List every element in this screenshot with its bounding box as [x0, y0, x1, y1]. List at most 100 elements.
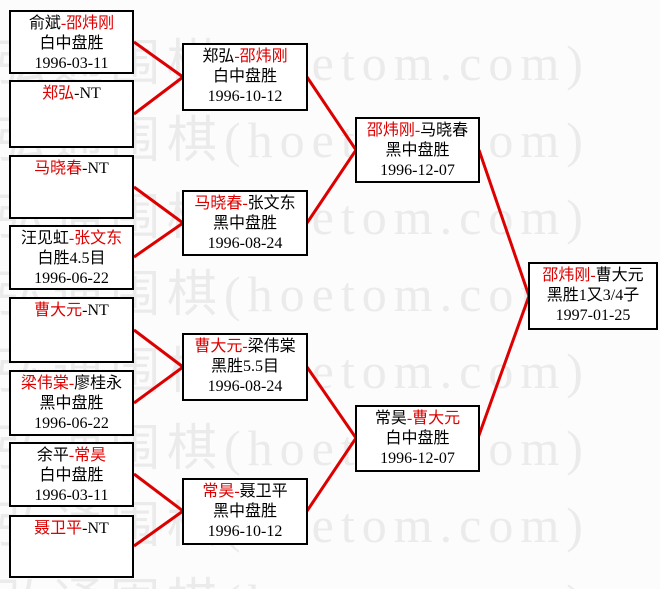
match-box-sf-1: 邵炜刚-马晓春 黑中盘胜 1996-12-07 — [355, 117, 480, 183]
match-result: 黑中盘胜 — [212, 215, 277, 232]
match-result: 白胜4.5目 — [37, 250, 106, 267]
match-date: 1996-08-24 — [207, 378, 283, 395]
player-name: 邵炜刚 — [239, 48, 288, 65]
match-players: 郑弘-邵炜刚 — [184, 47, 306, 67]
match-date: 1996-06-22 — [34, 415, 109, 432]
match-players: 邵炜刚-曹大元 — [530, 266, 656, 286]
player-name: 马晓春 — [194, 195, 243, 212]
vs-dash: - — [590, 267, 596, 284]
vs-dash: - — [234, 483, 240, 500]
match-box-r2-2: 马晓春-张文东 黑中盘胜 1996-08-24 — [182, 190, 308, 256]
match-result: 黑胜1又3/4子 — [546, 287, 640, 304]
match-players: 梁伟棠-廖桂永 — [11, 374, 132, 394]
player-name: NT — [87, 302, 109, 319]
connector-line — [477, 149, 531, 297]
match-date: 1996-10-12 — [207, 523, 283, 540]
vs-dash: - — [242, 338, 248, 355]
connector-line — [133, 185, 184, 225]
match-players: 俞斌-邵炜刚 — [11, 14, 132, 34]
player-name: 曹大元 — [595, 267, 644, 284]
connector-line — [133, 328, 184, 369]
player-name: 余平 — [36, 447, 69, 464]
player-name: 邵炜刚 — [542, 267, 591, 284]
player-name: 曹大元 — [194, 338, 243, 355]
connector-line — [133, 75, 184, 116]
player-name: 常昊 — [202, 483, 235, 500]
player-name: 曹大元 — [34, 302, 83, 319]
vs-dash: - — [406, 410, 413, 427]
match-players: 余平-常昊 — [11, 446, 132, 466]
player-name: 马晓春 — [420, 122, 469, 139]
match-players: 曹大元-NT — [11, 301, 132, 321]
match-players: 马晓春-张文东 — [184, 194, 306, 214]
match-box-r1-7: 余平-常昊 白中盘胜 1996-03-11 — [9, 442, 134, 507]
vs-dash: - — [82, 520, 88, 537]
player-name: 廖桂永 — [74, 375, 123, 392]
player-name: 常昊 — [74, 447, 107, 464]
match-result: 黑中盘胜 — [385, 142, 450, 159]
vs-dash: - — [82, 160, 88, 177]
match-box-r1-8: 聂卫平-NT — [9, 515, 134, 578]
player-name: 梁伟棠 — [247, 338, 296, 355]
connector-line — [133, 365, 184, 405]
vs-dash: - — [74, 85, 80, 102]
match-players: 郑弘-NT — [11, 84, 132, 104]
match-date — [11, 199, 132, 219]
match-date — [11, 559, 132, 579]
match-date — [11, 341, 132, 361]
player-name: 郑弘 — [42, 85, 75, 102]
match-result: 白中盘胜 — [39, 35, 104, 52]
vs-dash: - — [82, 302, 88, 319]
match-result: 白中盘胜 — [385, 430, 450, 447]
player-name: 聂卫平 — [34, 520, 83, 537]
player-name: 郑弘 — [202, 48, 235, 65]
match-result — [11, 179, 132, 199]
match-date: 1996-12-07 — [380, 162, 455, 179]
player-name: 常昊 — [374, 410, 407, 427]
vs-dash: - — [242, 195, 248, 212]
connector-line — [305, 437, 358, 512]
match-players: 马晓春-NT — [11, 159, 132, 179]
watermark-text: 弘通围棋(hoetom.com) — [0, 577, 590, 589]
match-players: 常昊-曹大元 — [357, 409, 478, 429]
player-name: 梁伟棠 — [20, 375, 69, 392]
player-name: 邵炜刚 — [66, 15, 115, 32]
match-date — [11, 124, 132, 144]
match-date: 1996-08-24 — [207, 235, 283, 252]
match-players: 常昊-聂卫平 — [184, 482, 306, 502]
match-result: 黑中盘胜 — [39, 395, 104, 412]
match-box-sf-2: 常昊-曹大元 白中盘胜 1996-12-07 — [355, 405, 480, 472]
match-result: 黑中盘胜 — [212, 503, 277, 520]
player-name: 马晓春 — [34, 160, 83, 177]
player-name: 汪见虹 — [20, 230, 69, 247]
vs-dash: - — [60, 15, 67, 32]
match-result: 白中盘胜 — [39, 467, 104, 484]
match-players: 汪见虹-张文东 — [11, 229, 132, 249]
vs-dash: - — [68, 375, 75, 392]
player-name: 曹大元 — [412, 410, 461, 427]
connector-line — [133, 221, 184, 259]
vs-dash: - — [234, 48, 240, 65]
match-box-r1-3: 马晓春-NT — [9, 155, 134, 219]
match-box-r1-5: 曹大元-NT — [9, 297, 134, 363]
match-result — [11, 321, 132, 341]
player-name: 聂卫平 — [239, 483, 288, 500]
connector-line — [305, 76, 358, 151]
match-box-r1-2: 郑弘-NT — [9, 80, 134, 148]
vs-dash: - — [68, 447, 75, 464]
match-box-r1-1: 俞斌-邵炜刚 白中盘胜 1996-03-11 — [9, 10, 134, 74]
player-name: NT — [87, 160, 109, 177]
match-players: 曹大元-梁伟棠 — [184, 337, 306, 357]
vs-dash: - — [68, 230, 75, 247]
match-date: 1996-10-12 — [207, 88, 283, 105]
player-name: NT — [79, 85, 101, 102]
match-box-r2-1: 郑弘-邵炜刚 白中盘胜 1996-10-12 — [182, 43, 308, 111]
connector-line — [133, 509, 184, 548]
connector-line — [305, 366, 358, 439]
vs-dash: - — [414, 122, 421, 139]
match-date: 1996-03-11 — [34, 55, 109, 72]
connector-line — [476, 295, 531, 439]
match-box-final: 邵炜刚-曹大元 黑胜1又3/4子 1997-01-25 — [528, 262, 658, 330]
player-name: 邵炜刚 — [366, 122, 415, 139]
